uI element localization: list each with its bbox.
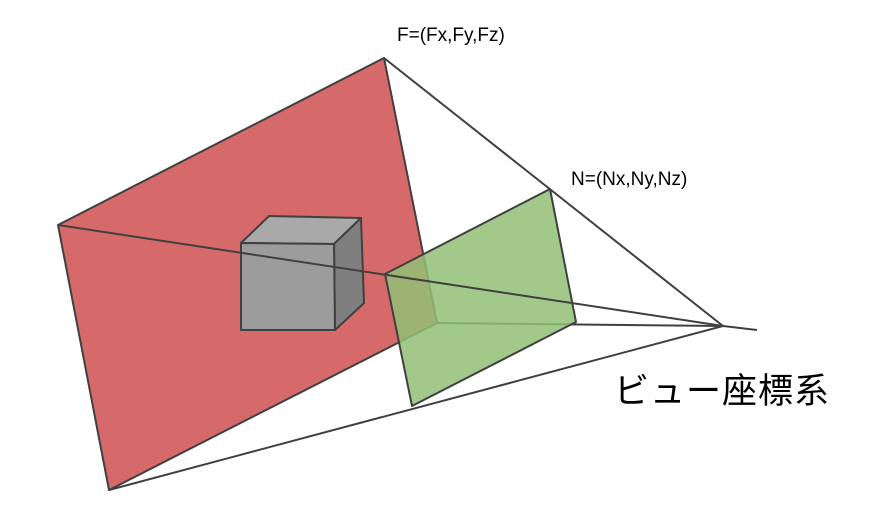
frustum-line-bottom xyxy=(108,325,724,491)
frustum-line-left xyxy=(57,224,724,327)
view-coordinate-system-caption: ビュー座標系 xyxy=(614,372,831,411)
far-plane-label: F=(Fx,Fy,Fz) xyxy=(397,25,505,46)
cube-front-face xyxy=(240,242,336,331)
view-axis-stub-line xyxy=(722,325,758,331)
near-plane-label: N=(Nx,Ny,Nz) xyxy=(571,169,688,190)
near-plane xyxy=(384,188,577,407)
frustum-line-top xyxy=(383,57,724,327)
